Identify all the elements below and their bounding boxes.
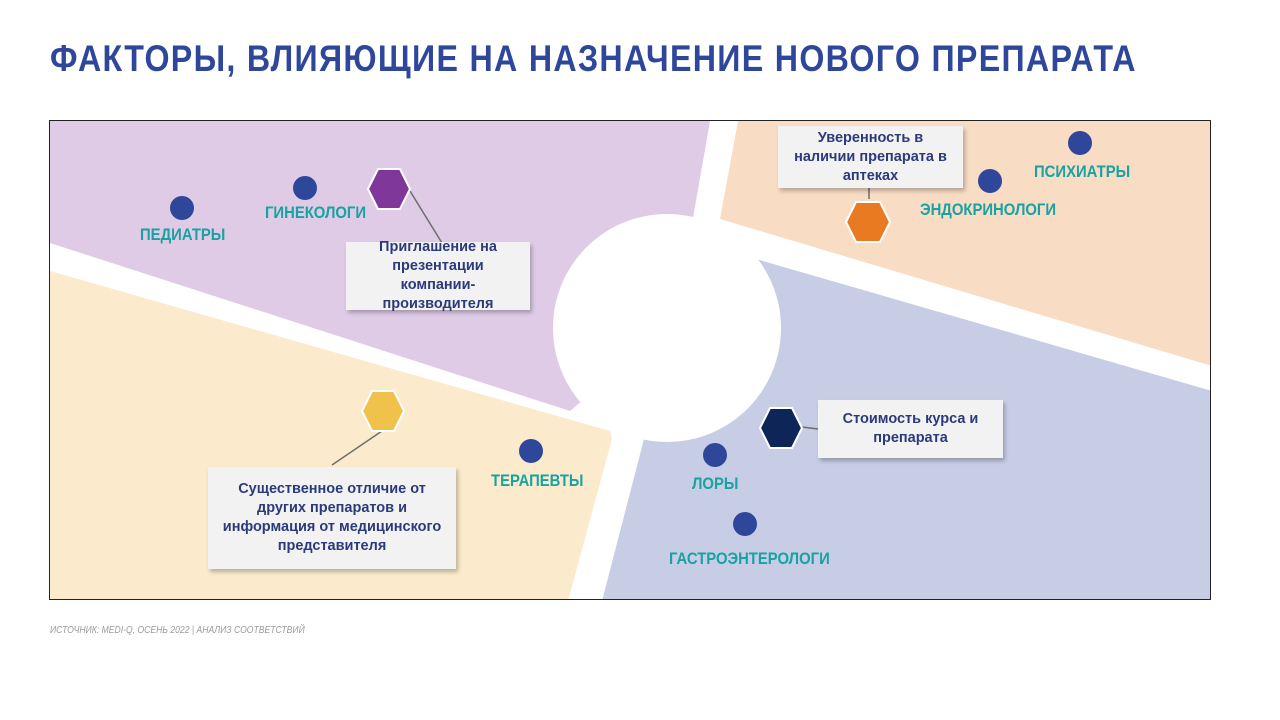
hexagon-icon-availability (844, 201, 892, 243)
connector-line (409, 190, 443, 244)
hexagon-icon-invitation (366, 168, 412, 210)
callout-invitation: Приглашение на презентации компании-прои… (346, 239, 530, 312)
callout-difference: Существенное отличие от других препарато… (208, 467, 456, 569)
callout-invitation-text: Приглашение на презентации компании-прои… (379, 239, 497, 312)
connector-line (801, 426, 819, 430)
label-psychiatrists: ПСИХИАТРЫ (1034, 163, 1131, 181)
label-therapists: ТЕРАПЕВТЫ (491, 472, 584, 490)
callout-availability-text: Уверенность в наличии препарата в аптека… (794, 129, 947, 184)
page-title: ФАКТОРЫ, ВЛИЯЮЩИЕ НА НАЗНАЧЕНИЕ НОВОГО П… (50, 38, 1137, 79)
dot-ent (703, 443, 727, 467)
source-note: ИСТОЧНИК: MEDI-Q, ОСЕНЬ 2022 | АНАЛИЗ СО… (50, 624, 305, 636)
label-gynecologists: ГИНЕКОЛОГИ (265, 204, 367, 222)
dot-psychiatrists (1068, 131, 1092, 155)
dot-endocrinologists (978, 169, 1002, 193)
hexagon-icon-cost (758, 407, 804, 449)
factor-diagram: Приглашение на презентации компании-прои… (49, 120, 1211, 600)
callout-cost-text: Стоимость курса и препарата (842, 411, 979, 446)
dot-pediatricians (170, 196, 194, 220)
center-circle (553, 214, 781, 442)
label-gastroenterologists: ГАСТРОЭНТЕРОЛОГИ (669, 550, 830, 568)
label-endocrinologists: ЭНДОКРИНОЛОГИ (920, 201, 1057, 219)
label-ent: ЛОРЫ (692, 475, 739, 493)
dot-gastroenterologists (733, 512, 757, 536)
callout-cost: Стоимость курса и препарата (818, 400, 1003, 458)
callout-availability: Уверенность в наличии препарата в аптека… (778, 126, 963, 188)
dot-therapists (519, 439, 543, 463)
quadrant-bottom-left (50, 271, 612, 599)
dot-gynecologists (293, 176, 317, 200)
label-pediatricians: ПЕДИАТРЫ (140, 226, 226, 244)
connector-line (331, 430, 383, 466)
hexagon-icon-difference (360, 390, 406, 432)
callout-difference-text: Существенное отличие от других препарато… (222, 481, 442, 554)
